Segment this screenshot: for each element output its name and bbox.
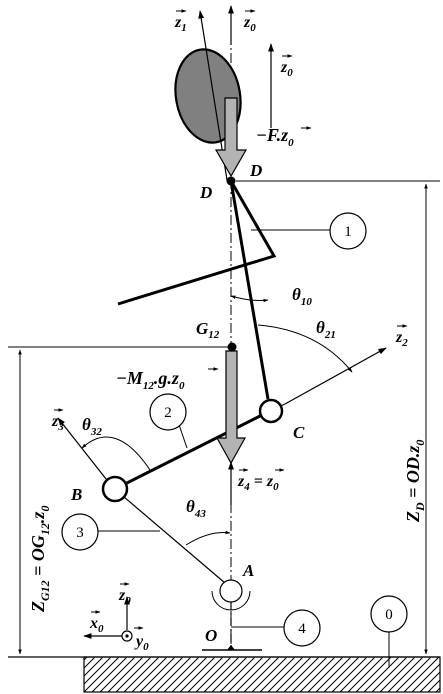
- label-z4-eq: z4 = z0: [237, 473, 279, 493]
- label-ZG12: ZG12 = OG12.z0: [28, 506, 52, 613]
- callout-4-label: 4: [298, 621, 306, 637]
- theta10-arc: [230, 295, 269, 303]
- label-theta10: θ10: [292, 285, 312, 308]
- label-theta21: θ21: [316, 318, 336, 341]
- label-z1: z1: [174, 14, 187, 34]
- callout-3-circle: [61, 513, 99, 551]
- label-z3: z3: [51, 413, 64, 433]
- label-theta43: θ43: [186, 497, 206, 520]
- label-force: −F.z0: [256, 125, 294, 149]
- label-weight: −M12.g.z0: [116, 368, 185, 392]
- ground-support: [227, 645, 235, 650]
- callout-1-circle: [329, 212, 367, 250]
- label-ZD: ZD = OD.z0: [403, 440, 427, 523]
- label-B: B: [70, 485, 82, 504]
- callout-2-circle: [149, 393, 187, 431]
- force-arrow: [214, 97, 248, 178]
- label-O: O: [205, 626, 217, 645]
- callout-1-label: 1: [344, 224, 352, 240]
- z3-axis: [57, 417, 111, 485]
- label-frame-x0: x0: [89, 615, 104, 635]
- label-z0-top: z0: [243, 14, 256, 34]
- theta32-arc: [81, 436, 151, 471]
- label-A: A: [242, 561, 254, 580]
- vector-overbars: [54, 9, 408, 630]
- ground-hatched: [83, 656, 441, 693]
- arm-link: [117, 180, 277, 306]
- theta21-arc: [257, 324, 353, 373]
- joint-C: [258, 398, 284, 424]
- label-z2: z2: [395, 329, 408, 349]
- frame-y0-dot: [125, 634, 129, 638]
- label-C: C: [293, 423, 305, 442]
- label-theta32: θ32: [82, 415, 102, 438]
- callout-4-circle: [283, 609, 321, 647]
- head: [174, 48, 242, 144]
- label-frame-z0: z0: [118, 587, 131, 607]
- joint-B: [101, 475, 129, 503]
- pivot-A: [219, 579, 243, 603]
- joint-D: [226, 176, 236, 186]
- point-G12: [227, 342, 237, 352]
- callout-0-circle: [370, 595, 408, 633]
- label-D-left: D: [199, 183, 212, 202]
- label-D-right: D: [249, 161, 262, 180]
- shank-link: [116, 490, 226, 584]
- trunk-link: [229, 180, 270, 400]
- label-z0-force: z0: [280, 59, 293, 79]
- label-G12: G12: [196, 319, 220, 341]
- z2-axis: [284, 347, 387, 405]
- callout-0-label: 0: [385, 607, 393, 623]
- label-frame-y0: y0: [134, 633, 149, 653]
- weight-arrow: [215, 350, 247, 465]
- callout-2-label: 2: [164, 405, 172, 421]
- theta43-arc: [185, 530, 231, 546]
- callout-3-label: 3: [76, 525, 84, 541]
